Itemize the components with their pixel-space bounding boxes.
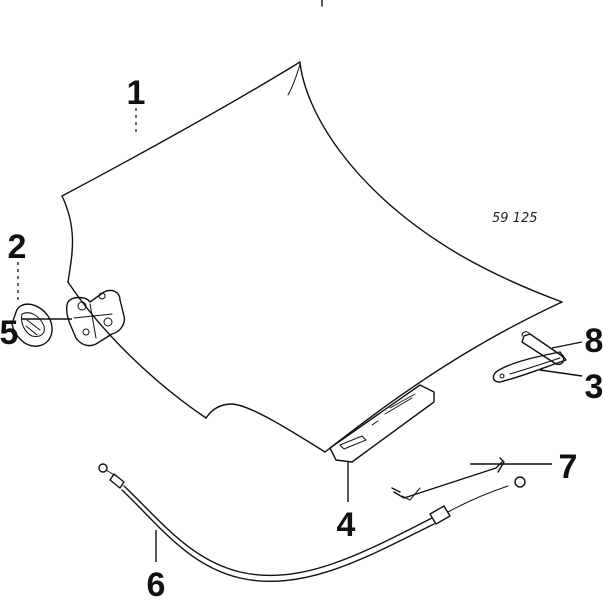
- callout-5: 5: [0, 314, 18, 352]
- callout-8: 8: [585, 322, 603, 360]
- hood-panel: [61, 61, 563, 453]
- callout-6: 6: [147, 566, 166, 600]
- reference-code: 59 125: [492, 211, 538, 226]
- leader-8: [551, 341, 583, 349]
- callout-4: 4: [337, 506, 356, 544]
- grommet: [11, 303, 53, 347]
- latch-bracket: [329, 384, 435, 463]
- callout-7: 7: [559, 448, 578, 486]
- leader-3: [539, 369, 583, 377]
- release-cable: [98, 463, 526, 582]
- hood-lock: [65, 289, 126, 347]
- hood-stay: [521, 331, 565, 366]
- prop-rod: [391, 457, 505, 501]
- callout-3: 3: [585, 368, 603, 406]
- callout-1: 1: [127, 74, 146, 112]
- hood-hinge: [492, 351, 567, 383]
- callout-2: 2: [8, 228, 27, 266]
